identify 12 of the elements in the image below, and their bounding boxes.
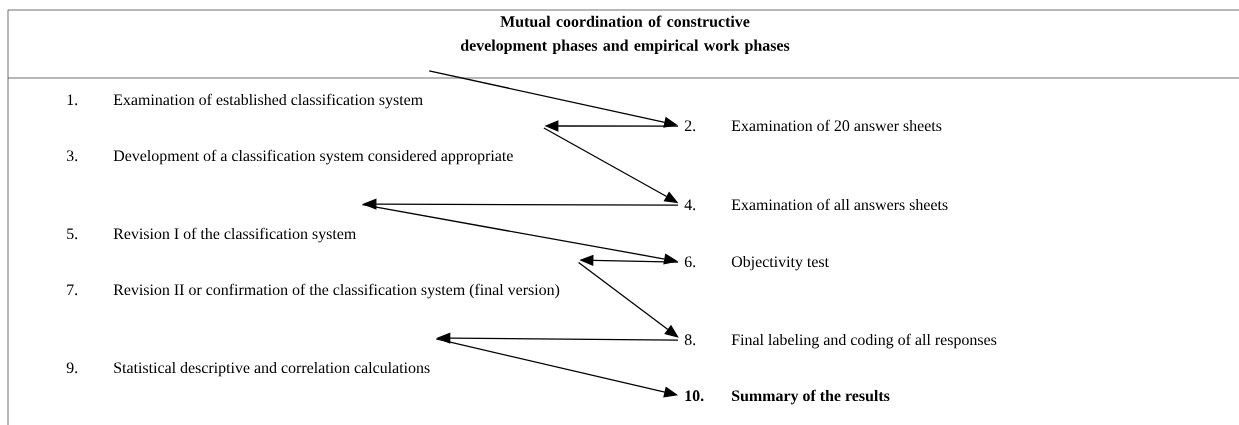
list-item: 10. Summary of the results <box>685 389 890 405</box>
list-item: 7. Revision II or confirmation of the classification system (final version) <box>67 283 560 299</box>
arrow <box>577 261 679 338</box>
list-item: 1. Examination of established classification system <box>67 93 423 109</box>
list-item: 9. Statistical descriptive and correlation calculations <box>66 361 430 377</box>
list-item: 5. Revision I of the classification system <box>67 227 356 243</box>
list-item: 3. Development of a classification system considered appropriate <box>66 149 513 165</box>
list-item: 6. Objectivity test <box>684 255 829 271</box>
list-item: 2. Examination of 20 answer sheets <box>684 119 942 132</box>
title: Mutual coordination of constructive development phases and empirical work phases <box>460 15 790 55</box>
list-item: 4. Examination of all answers sheets <box>684 198 948 211</box>
list-item: 8. Final labeling and coding of all responses <box>684 333 997 349</box>
